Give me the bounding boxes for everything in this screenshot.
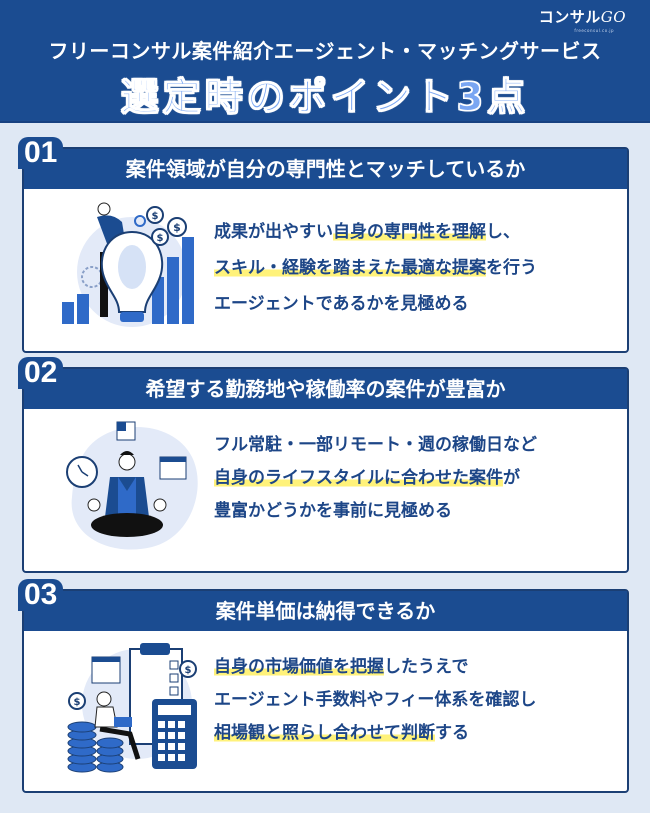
description-line: スキル・経験を踏まえた最適な提案を行う [214, 250, 537, 286]
point-number: 03 [18, 579, 64, 611]
svg-text:$: $ [185, 665, 192, 676]
text-segment: フル常駐・一部リモート・週の稼働日など [214, 435, 537, 455]
point-header: 01 案件領域が自分の専門性とマッチしているか [18, 137, 627, 189]
text-segment: する [435, 723, 469, 743]
point-card-2: 02 希望する勤務地や稼働率の案件が豊富か フル常駐・一部リモート・週の稼働日な… [18, 357, 629, 573]
header-banner: コンサルGO freeconsul.co.jp フリーコンサル案件紹介エージェン… [0, 0, 650, 123]
point-heading: 案件領域が自分の専門性とマッチしているか [125, 157, 526, 181]
calculator-coins-checklist-icon: $ $ [67, 643, 197, 773]
description-line: エージェント手数料やフィー体系を確認し [214, 684, 536, 717]
text-segment: したうえで [384, 657, 469, 677]
text-segment: 豊富かどうかを事前に見極める [214, 501, 452, 521]
highlighted-text: 自身の市場価値を把握 [214, 657, 384, 677]
svg-text:$: $ [157, 233, 164, 244]
brand-logo[interactable]: コンサルGO freeconsul.co.jp [539, 6, 626, 33]
lightbulb-growth-chart-icon: $ $ $ [62, 202, 194, 327]
point-description: 成果が出やすい自身の専門性を理解し、スキル・経験を踏まえた最適な提案を行うエージ… [214, 214, 537, 322]
description-line: 相場観と照らし合わせて判断する [214, 717, 536, 750]
point-card-3: 03 案件単価は納得できるか [18, 579, 629, 793]
text-segment: エージェント手数料やフィー体系を確認し [214, 690, 537, 710]
logo-text: コンサルGO [538, 8, 626, 26]
description-line: 自身の市場価値を把握したうえで [214, 651, 536, 684]
point-card-1: 01 案件領域が自分の専門性とマッチしているか $ $ $ 成果が出やすい自身の… [18, 137, 629, 353]
text-segment: 成果が出やすい [214, 222, 333, 242]
text-segment: を行う [486, 258, 537, 278]
point-description: フル常駐・一部リモート・週の稼働日など自身のライフスタイルに合わせた案件が豊富か… [214, 429, 537, 528]
logo-url: freeconsul.co.jp [574, 28, 614, 33]
point-number: 02 [18, 357, 64, 389]
description-line: エージェントであるかを見極める [214, 286, 537, 322]
svg-text:$: $ [74, 697, 81, 708]
point-number: 01 [18, 137, 64, 169]
description-line: 自身のライフスタイルに合わせた案件が [214, 462, 537, 495]
text-segment: エージェントであるかを見極める [214, 294, 469, 314]
point-header: 02 希望する勤務地や稼働率の案件が豊富か [18, 357, 627, 409]
description-line: フル常駐・一部リモート・週の稼働日など [214, 429, 537, 462]
description-line: 豊富かどうかを事前に見極める [214, 495, 537, 528]
highlighted-text: 自身の専門性を理解 [333, 222, 486, 242]
description-line: 成果が出やすい自身の専門性を理解し、 [214, 214, 537, 250]
point-heading: 希望する勤務地や稼働率の案件が豊富か [145, 377, 506, 401]
highlighted-text: 自身のライフスタイルに合わせた案件 [214, 468, 503, 488]
meditating-person-schedule-icon [66, 421, 198, 550]
highlighted-text: スキル・経験を踏まえた最適な提案 [214, 258, 486, 278]
svg-text:$: $ [173, 221, 181, 234]
point-description: 自身の市場価値を把握したうえでエージェント手数料やフィー体系を確認し相場観と照ら… [214, 651, 536, 750]
svg-text:$: $ [152, 211, 159, 222]
point-header: 03 案件単価は納得できるか [18, 579, 627, 631]
highlighted-text: 相場観と照らし合わせて判断 [214, 723, 435, 743]
text-segment: が [503, 468, 520, 488]
page-title: 選定時のポイント3点 [120, 75, 530, 120]
text-segment: し、 [486, 222, 520, 242]
point-heading: 案件単価は納得できるか [215, 599, 436, 623]
page-subtitle: フリーコンサル案件紹介エージェント・マッチングサービス [48, 39, 602, 63]
